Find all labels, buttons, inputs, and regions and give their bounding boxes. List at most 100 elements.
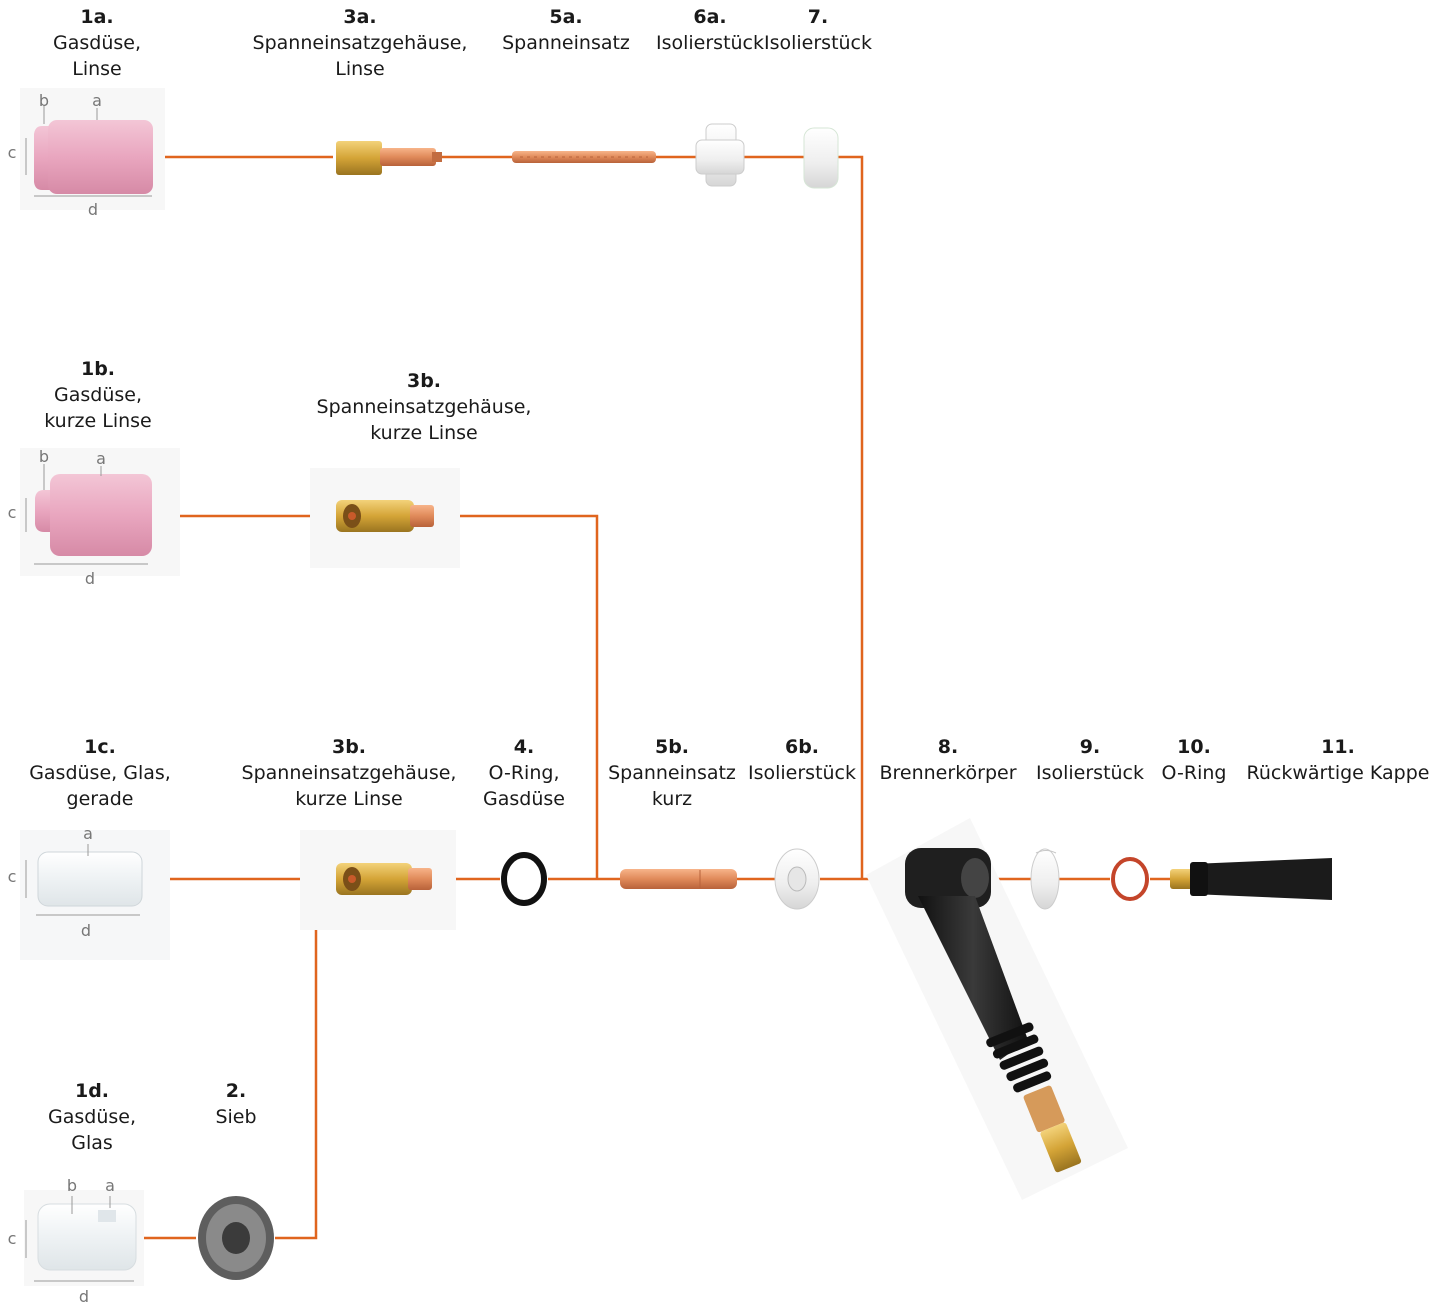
part-name-line1: Spanneinsatz [502, 32, 630, 54]
label-4: 4. O-Ring, Gasdüse [483, 734, 565, 812]
part-name-line1: Isolierstück [763, 32, 873, 54]
label-1d: 1d. Gasdüse, Glas [48, 1078, 136, 1156]
insulator-6a-image [695, 123, 745, 187]
part-name-line1: Spanneinsatzgehäuse, [316, 396, 532, 418]
part-name-line2: kurze Linse [295, 788, 403, 810]
insulator-9-image [1030, 848, 1060, 910]
collet-body-3a-image [336, 141, 442, 175]
part-name-line2: Glas [71, 1132, 113, 1154]
line-7-body [838, 155, 864, 879]
dim-label-b: b [38, 447, 50, 466]
dim-label-a: a [96, 449, 106, 468]
part-name-line1: O-Ring [1161, 762, 1227, 784]
torch-body-8-image [866, 818, 1128, 1200]
part-number: 10. [1177, 736, 1211, 758]
part-name-line1: Gasdüse, [54, 384, 142, 406]
dim-label-d: d [78, 1287, 90, 1306]
part-number: 11. [1321, 736, 1355, 758]
dim-label-a: a [105, 1176, 115, 1195]
part-number: 7. [807, 6, 829, 28]
part-name-line2: kurze Linse [370, 422, 478, 444]
dim-label-c: c [7, 143, 17, 162]
label-5b: 5b. Spanneinsatz kurz [608, 734, 736, 812]
o-ring-4-image [501, 852, 547, 906]
dim-label-c: c [7, 503, 17, 522]
dim-label-d: d [87, 200, 99, 219]
o-ring-10-image [1111, 857, 1149, 901]
label-10: 10. O-Ring [1162, 734, 1227, 786]
label-5a: 5a. Spanneinsatz [502, 4, 630, 56]
part-name-line1: Isolierstück [1035, 762, 1145, 784]
part-name-line1: Sieb [215, 1106, 257, 1128]
part-name-line2: Gasdüse [483, 788, 565, 810]
part-number: 9. [1079, 736, 1101, 758]
part-number: 1a. [80, 6, 114, 28]
dim-label-d: d [84, 569, 96, 588]
dim-label-b: b [66, 1176, 78, 1195]
collet-5b-image [620, 869, 737, 889]
part-number: 3b. [406, 370, 442, 392]
label-6a: 6a. Isolierstück [656, 4, 764, 56]
collet-body-3b-image [300, 830, 456, 930]
label-3b-top: 3b. Spanneinsatzgehäuse, kurze Linse [317, 368, 532, 446]
back-cap-11-image [1170, 858, 1332, 900]
label-3b: 3b. Spanneinsatzgehäuse, kurze Linse [242, 734, 457, 812]
label-9: 9. Isolierstück [1036, 734, 1144, 786]
part-number: 4. [513, 736, 535, 758]
part-name-line2: gerade [66, 788, 134, 810]
dim-label-c: c [7, 867, 17, 886]
sieve-2-image [198, 1196, 274, 1280]
part-name-line2: Linse [335, 58, 385, 80]
label-7: 7. Isolierstück [764, 4, 872, 56]
insulator-6b-image [774, 848, 820, 910]
part-name-line1: Gasdüse, Glas, [29, 762, 171, 784]
part-name-line1: Spanneinsatzgehäuse, [252, 32, 468, 54]
connection-lines [138, 155, 1170, 1240]
part-number: 1b. [80, 358, 116, 380]
part-name-line2: kurze Linse [44, 410, 152, 432]
part-name-line1: Brennerkörper [879, 762, 1017, 784]
label-2: 2. Sieb [215, 1078, 256, 1130]
part-name-line1: Isolierstück [747, 762, 857, 784]
gas-nozzle-1b-image [20, 448, 180, 576]
part-name-line1: Rückwärtige Kappe [1246, 762, 1430, 784]
collet-5a-image [512, 151, 656, 163]
dim-label-a: a [92, 91, 102, 110]
label-1c: 1c. Gasdüse, Glas, gerade [29, 734, 171, 812]
part-number: 1c. [84, 736, 116, 758]
part-number: 1d. [74, 1080, 110, 1102]
part-name-line1: Isolierstück [655, 32, 765, 54]
line-3b-collet [440, 514, 599, 879]
dim-label-b: b [38, 91, 50, 110]
part-number: 6b. [784, 736, 820, 758]
dim-label-c: c [7, 1229, 17, 1248]
part-number: 6a. [693, 6, 727, 28]
part-number: 5b. [654, 736, 690, 758]
part-name-line1: Gasdüse, [53, 32, 141, 54]
part-number: 3a. [343, 6, 377, 28]
part-name-line1: Spanneinsatzgehäuse, [241, 762, 457, 784]
label-1a: 1a. Gasdüse, Linse [53, 4, 141, 82]
part-name-line1: Spanneinsatz [608, 762, 736, 784]
dim-label-d: d [80, 921, 92, 940]
label-3a: 3a. Spanneinsatzgehäuse, Linse [253, 4, 468, 82]
dim-label-a: a [83, 824, 93, 843]
part-name-line1: Gasdüse, [48, 1106, 136, 1128]
part-number: 5a. [549, 6, 583, 28]
part-name-line2: kurz [651, 788, 693, 810]
label-8: 8. Brennerkörper [879, 734, 1016, 786]
part-number: 8. [937, 736, 959, 758]
gas-nozzle-1a-image [20, 88, 165, 210]
part-name-line2: Linse [72, 58, 122, 80]
collet-body-3b-top-image [310, 468, 460, 568]
part-name-line1: O-Ring, [488, 762, 560, 784]
line-2-junction [275, 879, 318, 1240]
label-11: 11. Rückwärtige Kappe [1247, 734, 1430, 786]
insulator-7-image [803, 127, 839, 189]
part-number: 2. [225, 1080, 247, 1102]
gas-nozzle-1c-image [20, 830, 170, 960]
label-1b: 1b. Gasdüse, kurze Linse [44, 356, 151, 434]
label-6b: 6b. Isolierstück [748, 734, 856, 786]
gas-nozzle-1d-image [24, 1190, 144, 1286]
